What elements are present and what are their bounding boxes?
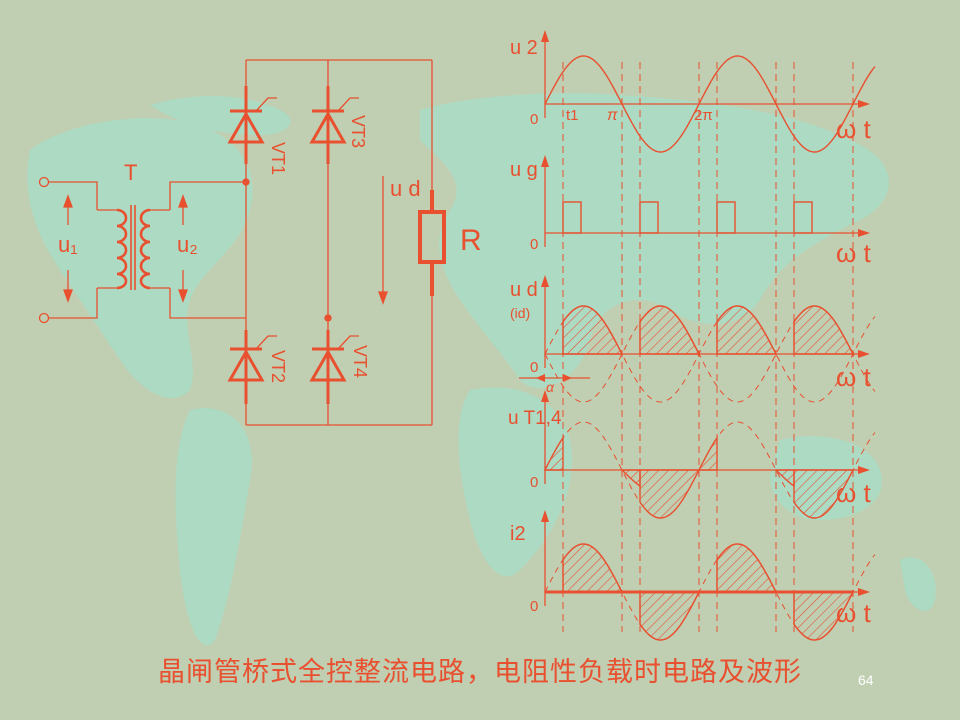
panel3-xlabel: ω t xyxy=(836,362,872,392)
alpha-arrow-left xyxy=(536,374,545,382)
thyristor-VT4 xyxy=(309,330,359,404)
ud-segment xyxy=(639,305,701,355)
panel2-y-arrow xyxy=(541,155,549,167)
gate-pulse xyxy=(793,201,813,234)
panel3-x-arrow xyxy=(858,350,870,358)
panel4-xlabel: ω t xyxy=(836,478,872,508)
ud-segment xyxy=(562,305,624,355)
panel3-origin: 0 xyxy=(530,359,538,376)
panel4-y-arrow xyxy=(541,390,549,402)
panel5-ylabel: i2 xyxy=(510,523,526,545)
waveform-panels xyxy=(519,30,876,641)
ud-segment xyxy=(716,305,778,355)
primary-winding xyxy=(116,208,128,290)
gate-pulse xyxy=(639,201,659,234)
panel1-origin: 0 xyxy=(530,111,538,128)
secondary-winding xyxy=(139,208,151,290)
ud-segment xyxy=(793,305,855,355)
panel5-origin: 0 xyxy=(530,598,538,615)
page-number: 64 xyxy=(858,672,874,688)
panel1-xlabel: ω t xyxy=(836,114,872,144)
i2-segment xyxy=(793,591,855,641)
load-voltage-label: u d xyxy=(390,176,421,201)
panel3-y-arrow xyxy=(541,275,549,287)
thyristor-VT3 xyxy=(309,86,359,164)
panel2-ylabel: u g xyxy=(510,159,538,181)
thyristor-VT2 xyxy=(227,330,277,404)
voltage-arrows xyxy=(63,176,388,305)
slide-caption: 晶闸管桥式全控整流电路，电阻性负载时电路及波形 xyxy=(158,657,802,688)
alpha-arrow-right xyxy=(563,374,572,382)
panel3-ylabel: u d xyxy=(510,279,538,301)
i2-segment xyxy=(639,591,701,641)
uT-segment xyxy=(620,469,641,488)
u2-waveform xyxy=(544,55,876,153)
mark-pi: π xyxy=(607,107,618,124)
panel3-ylabel-sub: (id) xyxy=(510,305,530,321)
panel1-x-arrow xyxy=(858,100,870,108)
panel5-xlabel: ω t xyxy=(836,598,872,628)
thyristor-label-vt4: VT4 xyxy=(350,345,370,378)
resistor-label: R xyxy=(460,224,482,257)
i2-segment xyxy=(716,543,778,593)
uT-segment xyxy=(639,469,701,519)
uT-segment xyxy=(793,469,855,519)
thyristor-label-vt1: VT1 xyxy=(268,142,288,175)
uT-segment xyxy=(697,435,718,471)
primary-voltage-label: u₁ xyxy=(58,232,78,257)
gate-pulse xyxy=(562,201,582,234)
terminal-bottom xyxy=(38,312,50,324)
panel5-y-arrow xyxy=(541,510,549,522)
panel2-x-arrow xyxy=(858,229,870,237)
panel2-origin: 0 xyxy=(530,236,538,253)
secondary-voltage-label: u₂ xyxy=(177,232,198,257)
panel5-x-arrow xyxy=(858,588,870,596)
transformer-label: T xyxy=(124,160,137,185)
thyristor-VT1 xyxy=(227,86,277,164)
panel1-y-arrow xyxy=(541,30,549,42)
panel1-ylabel: u 2 xyxy=(510,37,538,59)
mark-t1: t1 xyxy=(566,107,579,124)
world-map-background xyxy=(27,93,936,646)
panel4-origin: 0 xyxy=(530,474,538,491)
panel4-ylabel: u T1,4 xyxy=(508,408,562,429)
uT-segment xyxy=(543,435,564,471)
mark-alpha: α xyxy=(546,379,555,395)
thyristor-label-vt3: VT3 xyxy=(348,115,368,148)
panel2-xlabel: ω t xyxy=(836,238,872,268)
thyristor-label-vt2: VT2 xyxy=(268,350,288,383)
gate-pulse xyxy=(716,201,736,234)
mark-2pi: 2π xyxy=(694,107,713,124)
ud-dashed-pos xyxy=(544,305,876,403)
panel4-x-arrow xyxy=(858,466,870,474)
i2-segment xyxy=(562,543,624,593)
